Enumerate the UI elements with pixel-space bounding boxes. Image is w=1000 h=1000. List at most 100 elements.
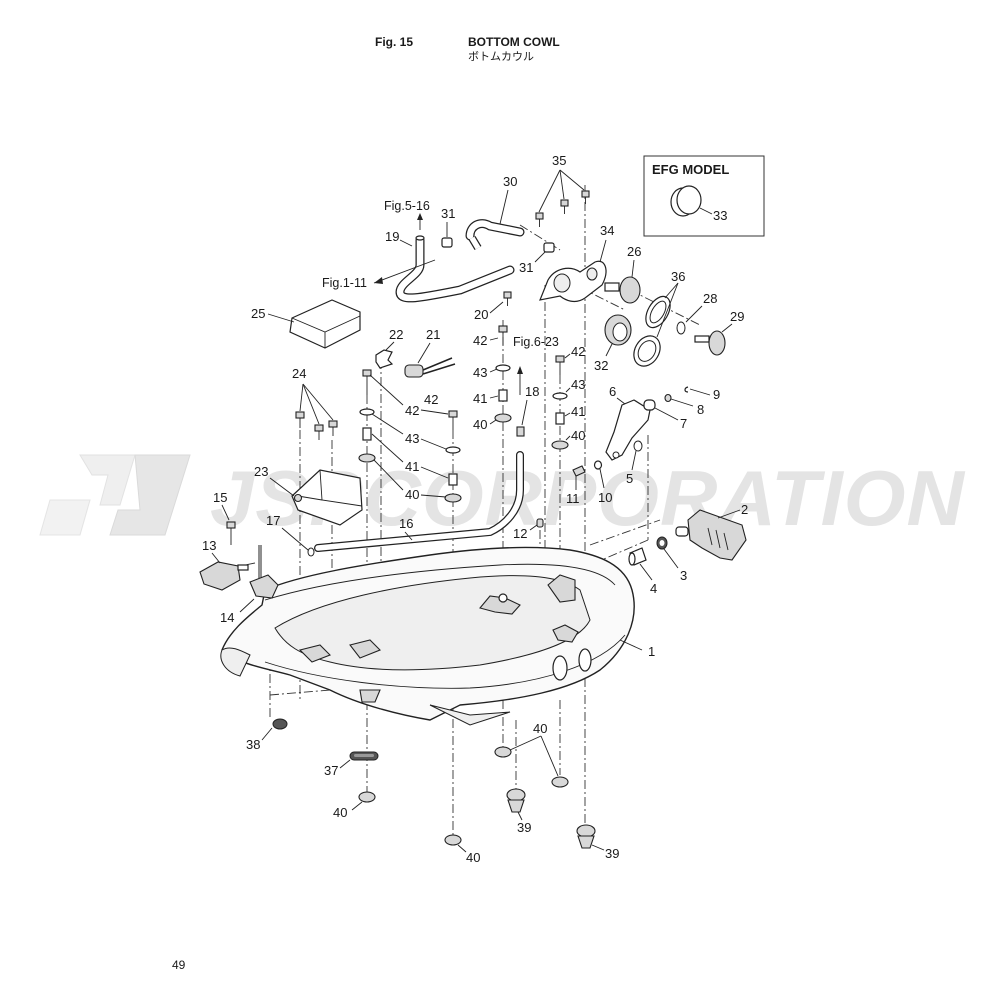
callout-39-a: 39 (517, 820, 531, 835)
figure-number: Fig. 15 (375, 35, 414, 49)
bolts-24: 24 (292, 366, 338, 440)
callout-7: 7 (680, 416, 687, 431)
seal-37: 37 (324, 751, 379, 778)
efg-model-inset: EFG MODEL 33 (643, 155, 765, 237)
callout-40-a: 40 (405, 487, 419, 502)
mount-stack-right: 42 43 41 40 (551, 344, 585, 450)
bolt-15: 15 (213, 490, 236, 545)
callout-6: 6 (609, 384, 616, 399)
sensor-21: 21 (404, 327, 456, 378)
callout-33: 33 (713, 208, 727, 223)
watermark-logo-icon (39, 454, 191, 536)
hose-16-18: Fig.6-23 18 16 (314, 335, 559, 552)
page-title-japanese: ボトムカウル (468, 50, 534, 63)
callout-19: 19 (385, 229, 399, 244)
plug-26-icon (619, 276, 641, 304)
lever-6: 6 (605, 384, 651, 461)
tool-14: 14 (220, 545, 279, 625)
callout-24: 24 (292, 366, 306, 381)
clip-9-icon (684, 386, 689, 393)
mount-stack-left: 42 43 41 40 (358, 369, 419, 502)
bottom-cowl-part-1: 1 (220, 546, 655, 726)
clip-17: 17 (266, 513, 315, 557)
callout-9: 9 (713, 387, 720, 402)
plug-29-icon (708, 330, 726, 356)
ref-fig-1-11: Fig.1-11 (322, 276, 367, 290)
callout-2: 2 (741, 502, 748, 517)
washer-8-icon (664, 393, 672, 403)
callout-5: 5 (626, 471, 633, 486)
washer-28-icon (676, 321, 686, 335)
washer-5-icon (633, 440, 643, 452)
callout-40-d: 40 (333, 805, 347, 820)
callout-29: 29 (730, 309, 744, 324)
callout-20: 20 (474, 307, 488, 322)
callout-42-c: 42 (571, 344, 585, 359)
callout-40-b: 40 (473, 417, 487, 432)
callout-11: 11 (566, 491, 580, 506)
fastener-39-a: 39 (506, 788, 531, 835)
ref-fig-6-23: Fig.6-23 (513, 335, 559, 349)
grommet-38: 38 (246, 718, 288, 752)
callout-13: 13 (202, 538, 216, 553)
callout-30: 30 (503, 174, 517, 189)
page-number: 49 (172, 958, 186, 972)
callout-43-a: 43 (405, 431, 419, 446)
screw-11-icon (572, 465, 586, 477)
plug-parts: 26 32 36 28 29 (594, 244, 744, 373)
callout-34: 34 (600, 223, 614, 238)
fastener-39-b: 39 (576, 824, 619, 861)
callout-12: 12 (513, 526, 527, 541)
callout-40-e: 40 (466, 850, 480, 865)
grommets-40-lower-right: 40 (494, 721, 569, 788)
hose-assembly: 19 Fig.5-16 Fig.1-11 30 31 31 (322, 174, 555, 303)
washer-10-icon (593, 460, 603, 470)
callout-42-a: 42 (405, 403, 419, 418)
bolt-20: 20 (474, 291, 512, 322)
callout-25: 25 (251, 306, 265, 321)
clip-22: 22 (375, 327, 403, 369)
cover-25: 25 (251, 299, 361, 349)
callout-10: 10 (598, 490, 612, 505)
fitting-13: 13 (199, 538, 249, 591)
mount-stack-center: 42 43 41 40 (473, 325, 512, 432)
callout-18: 18 (525, 384, 539, 399)
callout-14: 14 (220, 610, 234, 625)
callout-31-a: 31 (441, 206, 455, 221)
callout-42-d: 42 (424, 392, 438, 407)
grommet-40-lower-left: 40 (333, 791, 376, 820)
clamp-31-icon (441, 237, 453, 248)
callout-38: 38 (246, 737, 260, 752)
callout-8: 8 (697, 402, 704, 417)
grommet-12: 12 (513, 518, 544, 541)
inset-title: EFG MODEL (652, 162, 729, 177)
callout-37: 37 (324, 763, 338, 778)
callout-42-b: 42 (473, 333, 487, 348)
callout-16: 16 (399, 516, 413, 531)
gasket-34: 34 (539, 223, 614, 303)
callout-32: 32 (594, 358, 608, 373)
seal-3: 3 (656, 536, 687, 583)
callout-26: 26 (627, 244, 641, 259)
callout-43-b: 43 (473, 365, 487, 380)
callout-41-c: 41 (571, 404, 585, 419)
callout-41-b: 41 (473, 391, 487, 406)
mount-stack-center-left: 42 (420, 392, 462, 503)
callout-35: 35 (552, 153, 566, 168)
callout-36: 36 (671, 269, 685, 284)
small-parts-5-11: 5 7 8 9 10 11 (566, 386, 720, 506)
ref-fig-5-16: Fig.5-16 (384, 199, 430, 213)
collar-7-icon (643, 399, 656, 411)
callout-17: 17 (266, 513, 280, 528)
grip-2: 2 (675, 502, 748, 561)
callout-39-b: 39 (605, 846, 619, 861)
callout-21: 21 (426, 327, 440, 342)
bracket-23: 23 (254, 464, 363, 526)
bolts-35: 35 (535, 153, 590, 227)
callout-23: 23 (254, 464, 268, 479)
callout-28: 28 (703, 291, 717, 306)
callout-40-c: 40 (571, 428, 585, 443)
callout-15: 15 (213, 490, 227, 505)
bushing-4: 4 (628, 547, 657, 596)
